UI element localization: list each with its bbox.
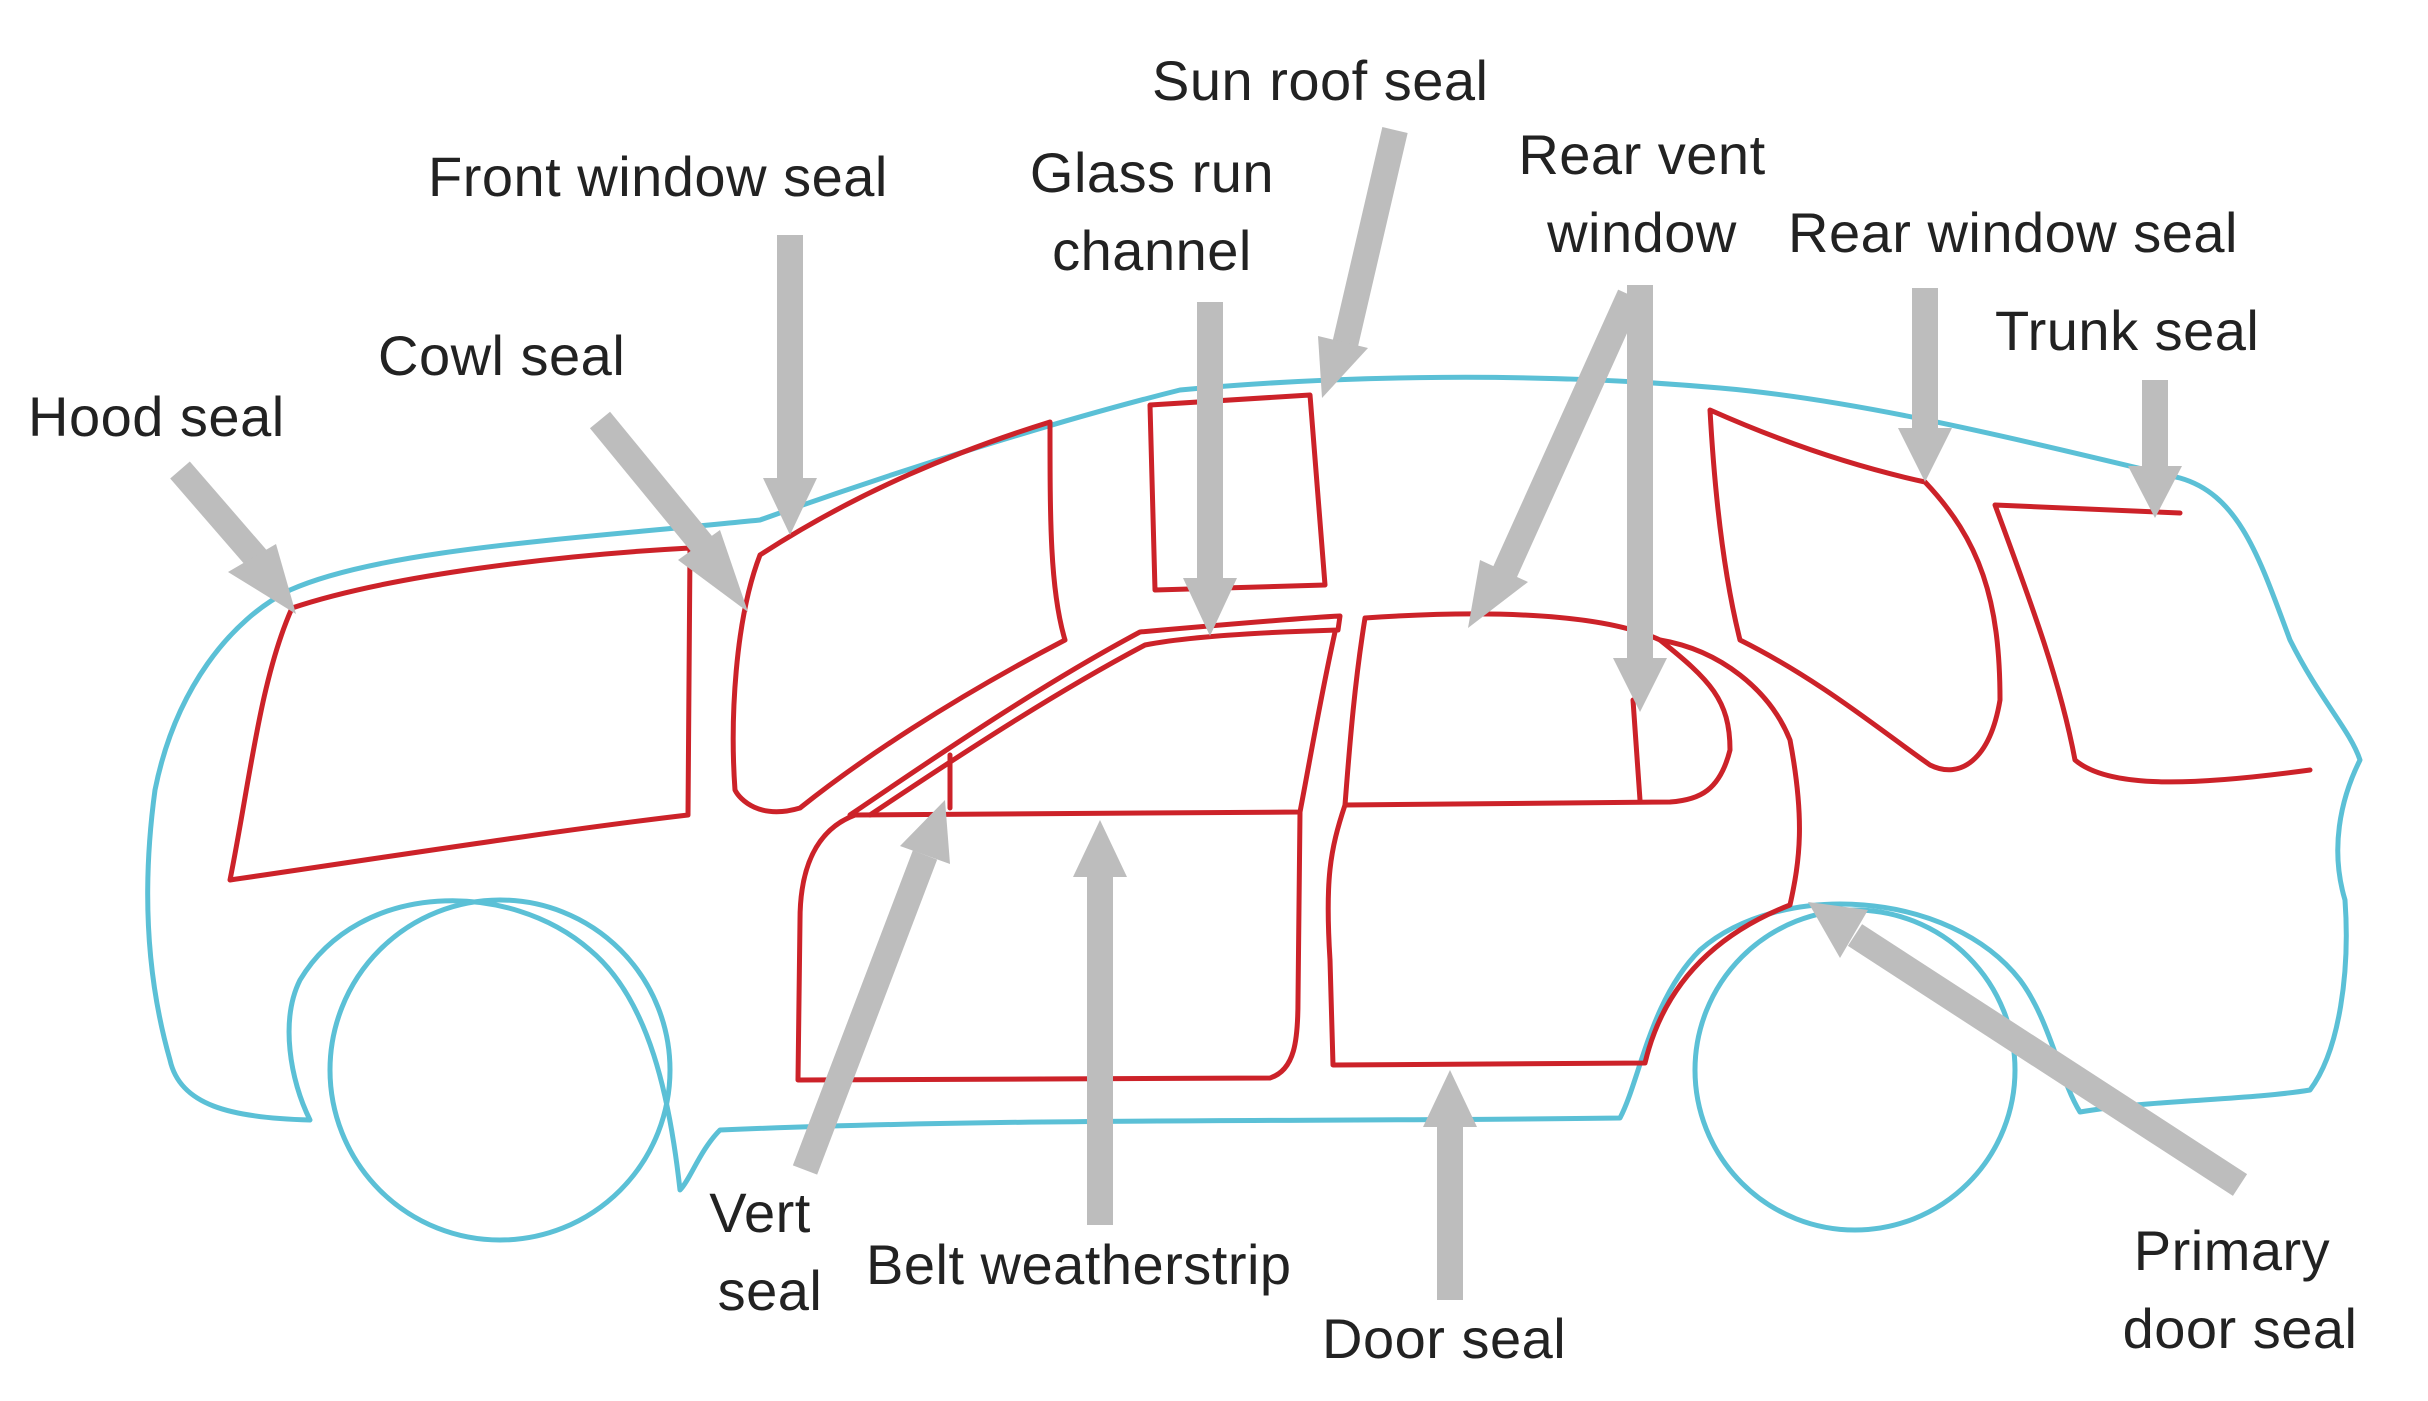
label-sun-roof-seal: Sun roof seal (1152, 49, 1488, 112)
seal-lines (227, 392, 2313, 1083)
labels: Hood seal Cowl seal Front window seal Gl… (28, 49, 2357, 1370)
label-rear-vent-window-line2: window (1546, 201, 1737, 264)
front-wheel (327, 897, 673, 1243)
label-rear-vent-window-line1: Rear vent (1518, 123, 1765, 186)
cowl-seal-arrow (589, 411, 748, 612)
label-glass-run-channel-line2: channel (1052, 219, 1252, 282)
rear-door-window (1342, 611, 1733, 808)
label-front-window-seal: Front window seal (428, 145, 888, 208)
front-door-window (852, 629, 1338, 818)
label-door-seal: Door seal (1322, 1307, 1566, 1370)
label-trunk-seal: Trunk seal (1995, 299, 2259, 362)
hood-seal-arrow (170, 461, 296, 614)
callout-arrows (170, 127, 2248, 1300)
rear-vent-window-line (1630, 697, 1643, 803)
trunk-seal-line (1992, 502, 2313, 785)
label-glass-run-channel-line1: Glass run (1030, 141, 1274, 204)
rear-vent-window-arrow-down (1613, 285, 1667, 712)
rear-window-seal-line (1707, 407, 2003, 773)
label-belt-weatherstrip: Belt weatherstrip (866, 1233, 1292, 1296)
sun-roof-seal-arrow (1318, 127, 1408, 398)
belt-weatherstrip-arrow (1073, 820, 1127, 1225)
rear-wheel (1692, 907, 2018, 1233)
primary-door-seal-arrow (1808, 902, 2248, 1196)
front-door-line (795, 809, 1303, 1083)
label-hood-seal: Hood seal (28, 385, 285, 448)
front-window-seal-line (730, 419, 1068, 815)
vert-seal-arrow (792, 800, 950, 1175)
label-cowl-seal: Cowl seal (378, 324, 625, 387)
rear-window-seal-arrow (1898, 288, 1952, 482)
rear-vent-window-arrow-left (1468, 289, 1642, 628)
label-vert-seal-line1: Vert (709, 1181, 811, 1244)
label-vert-seal-line2: seal (718, 1259, 823, 1322)
label-primary-door-seal-line1: Primary (2134, 1219, 2330, 1282)
rear-door-line (1325, 637, 1802, 1068)
glass-run-channel-arrow (1183, 302, 1237, 636)
glass-run-channel-line (847, 613, 1343, 818)
label-rear-window-seal: Rear window seal (1788, 201, 2238, 264)
front-window-seal-arrow (763, 235, 817, 535)
hood-seal-line (227, 545, 693, 883)
trunk-seal-arrow (2128, 380, 2182, 518)
label-primary-door-seal-line2: door seal (2123, 1297, 2358, 1360)
door-seal-arrow (1423, 1070, 1477, 1300)
body-silhouette (145, 374, 2363, 1193)
sun-roof-seal-line (1147, 392, 1328, 593)
